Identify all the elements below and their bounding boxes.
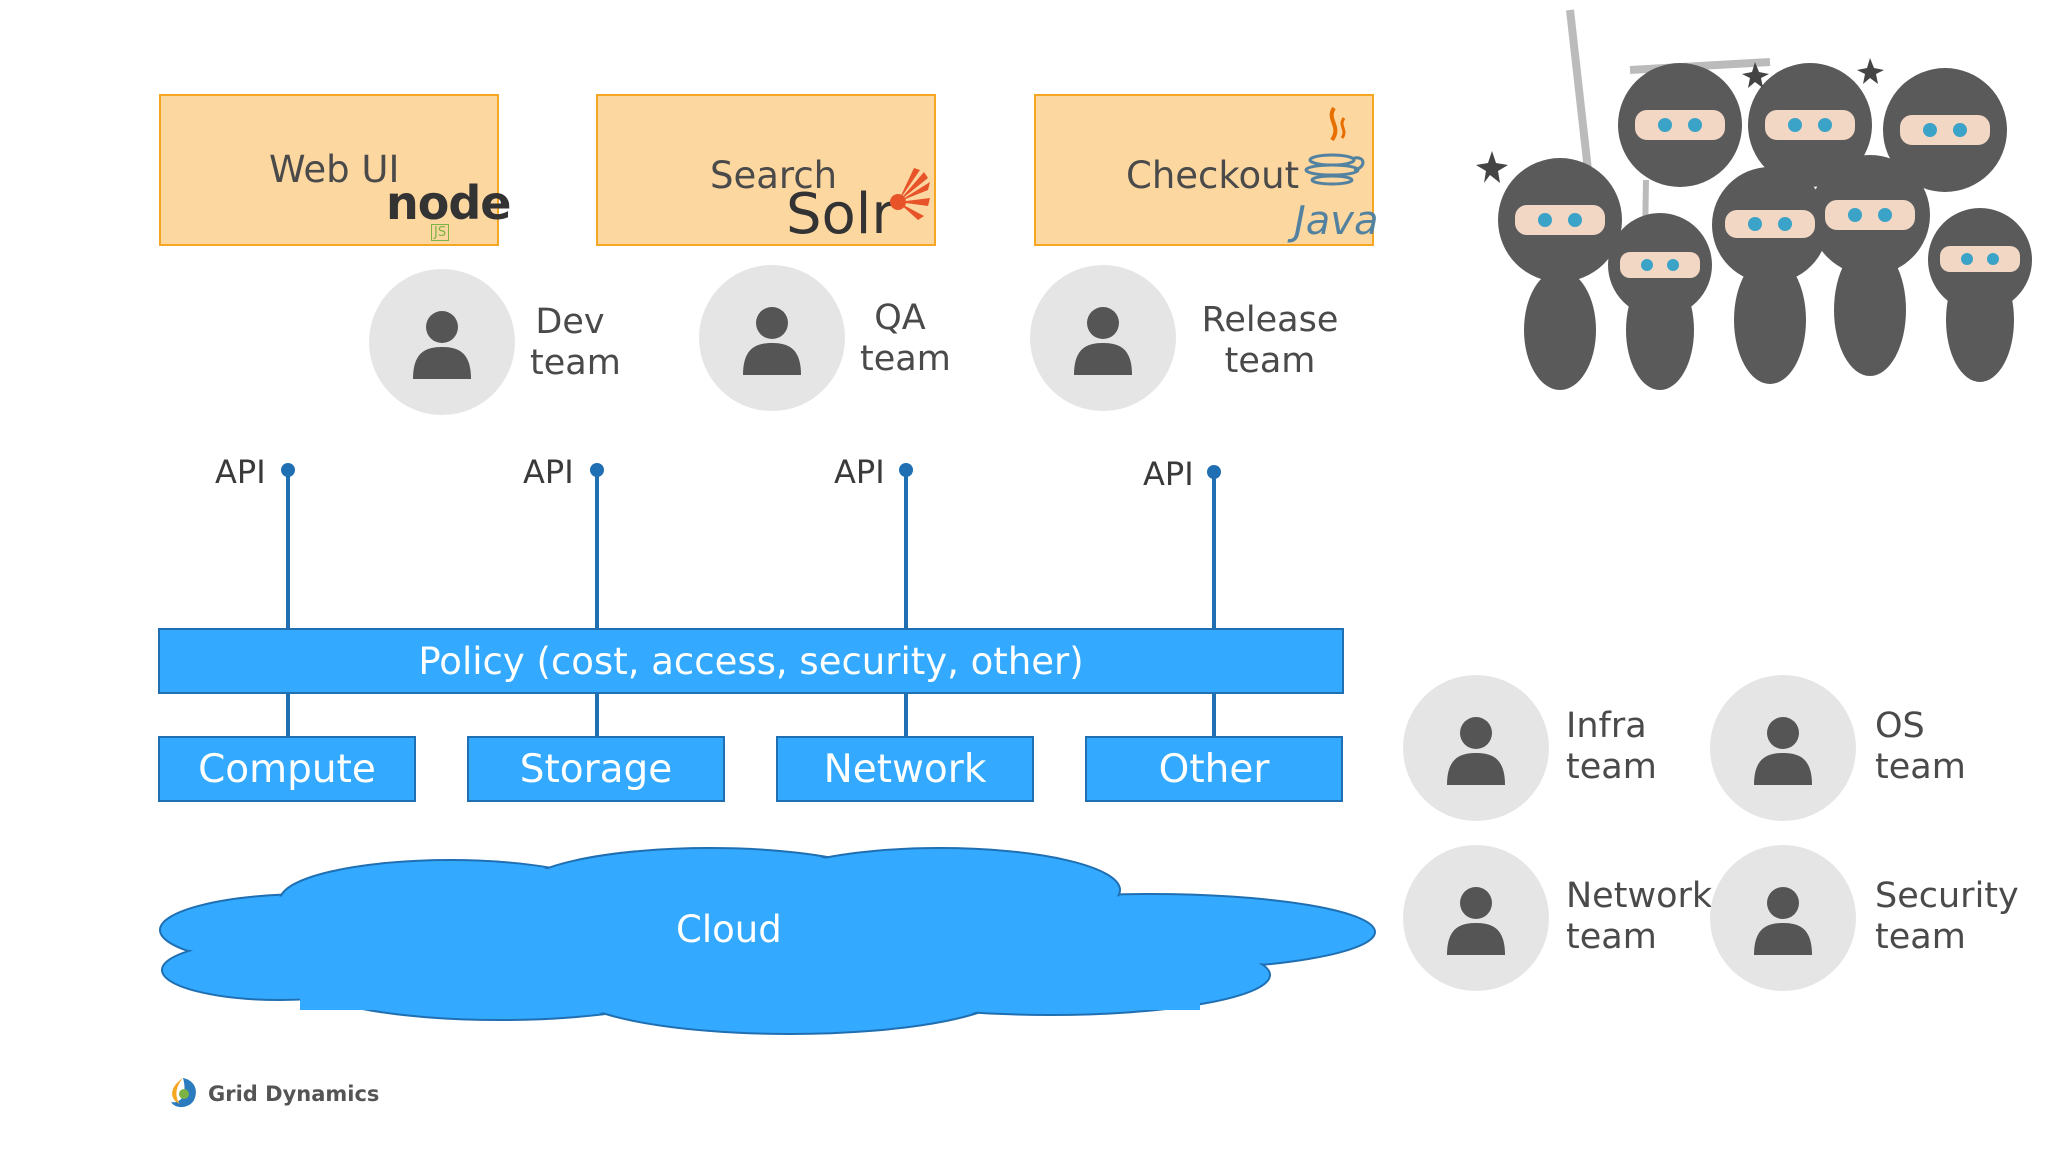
app-box-web-ui: Web UI node JS xyxy=(159,94,511,246)
api-connector-line xyxy=(904,470,908,628)
cloud-shape xyxy=(159,847,1376,1035)
team-label-line2: team xyxy=(860,339,951,379)
person-icon xyxy=(743,307,801,375)
app-label: Search xyxy=(710,154,838,197)
team-label-line1: OS xyxy=(1875,706,1925,746)
cloud-label: Cloud xyxy=(676,908,782,951)
resource-connector xyxy=(595,694,599,736)
policy-bar: Policy (cost, access, security, other) xyxy=(158,628,1344,694)
team-label-line1: Infra xyxy=(1566,706,1647,746)
resource-storage: Storage xyxy=(467,736,725,802)
person-icon xyxy=(1754,887,1812,955)
team-label-security: Security team xyxy=(1875,876,2019,958)
api-connector-line xyxy=(286,470,290,628)
team-label-line1: QA xyxy=(874,298,926,338)
brand-name: Grid Dynamics xyxy=(208,1082,380,1106)
resource-connector xyxy=(286,694,290,736)
person-icon xyxy=(413,311,471,379)
team-label-line2: team xyxy=(530,343,621,383)
app-label: Web UI xyxy=(269,148,400,191)
grid-dynamics-logo xyxy=(171,1078,196,1108)
team-label-line1: Dev xyxy=(535,302,605,342)
team-label-infra: Infra team xyxy=(1566,706,1657,788)
solr-sun-icon xyxy=(890,168,930,220)
java-logo: Java xyxy=(1294,198,1379,244)
team-label-network: Network team xyxy=(1566,876,1712,958)
api-label: API xyxy=(834,453,885,491)
team-label-qa: QA team xyxy=(860,298,951,380)
app-box-checkout: Checkout Java xyxy=(1034,94,1379,246)
team-label-line2: team xyxy=(1566,917,1657,957)
team-label-line1: Security xyxy=(1875,876,2019,916)
resource-connector xyxy=(904,694,908,736)
team-label-line2: team xyxy=(1875,917,1966,957)
person-icon xyxy=(1447,717,1505,785)
node-logo-sub: JS xyxy=(431,224,450,241)
api-connector-line xyxy=(595,470,599,628)
person-icon xyxy=(1447,887,1505,955)
avatar xyxy=(1710,845,1856,991)
ninja-illustration xyxy=(1476,9,2032,390)
team-label-release: Release team xyxy=(1200,300,1340,382)
avatar xyxy=(1403,845,1549,991)
resource-other: Other xyxy=(1085,736,1343,802)
api-label: API xyxy=(1143,455,1194,493)
api-label: API xyxy=(215,453,266,491)
team-label-line2: team xyxy=(1875,747,1966,787)
java-cup-icon xyxy=(1304,106,1365,186)
avatar xyxy=(1030,265,1176,411)
person-icon xyxy=(1074,307,1132,375)
api-connector-line xyxy=(1212,472,1216,628)
node-logo: node xyxy=(386,176,511,230)
resource-compute: Compute xyxy=(158,736,416,802)
team-label-dev: Dev team xyxy=(530,302,621,384)
avatar xyxy=(1403,675,1549,821)
team-label-os: OS team xyxy=(1875,706,1966,788)
app-label: Checkout xyxy=(1126,154,1300,197)
person-icon xyxy=(1754,717,1812,785)
team-label-line1: Release xyxy=(1201,300,1339,340)
avatar xyxy=(699,265,845,411)
app-box-search: Search Solr xyxy=(596,94,936,247)
resource-connector xyxy=(1212,694,1216,736)
solr-logo: Solr xyxy=(786,182,895,247)
team-label-line2: team xyxy=(1566,747,1657,787)
team-label-line1: Network xyxy=(1566,876,1713,916)
avatar xyxy=(369,269,515,415)
team-label-line2: team xyxy=(1224,341,1316,381)
api-label: API xyxy=(523,453,574,491)
resource-network: Network xyxy=(776,736,1034,802)
avatar xyxy=(1710,675,1856,821)
